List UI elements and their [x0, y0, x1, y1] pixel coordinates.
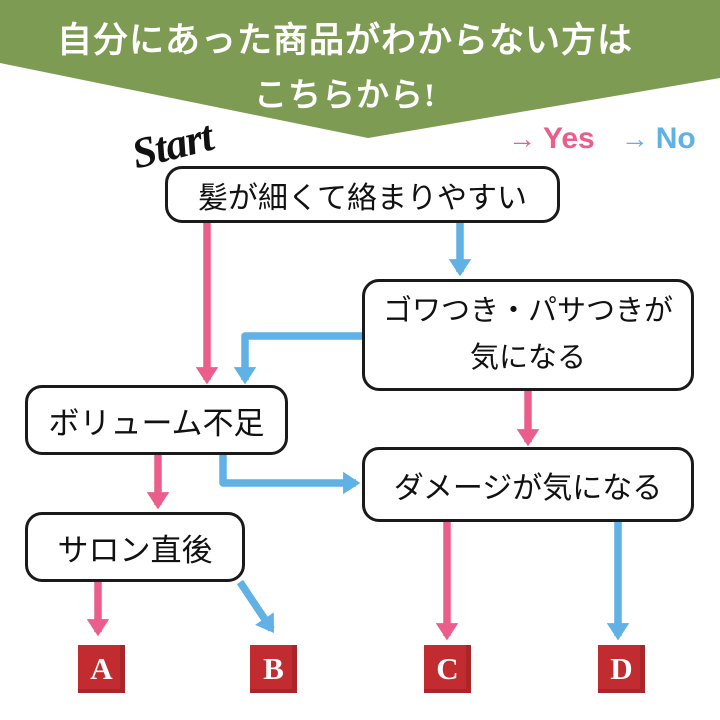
legend-no: → No: [621, 122, 696, 156]
legend-yes: → Yes: [508, 122, 595, 156]
result-box-c: C: [424, 645, 471, 693]
arrow-no-q2-to-q3: [233, 332, 362, 385]
node-stiffness-dryness: ゴワつき・パサつきが 気になる: [362, 279, 694, 391]
result-box-a: A: [78, 645, 125, 693]
node-label: ダメージが気になる: [393, 471, 663, 505]
node-label: 髪が細くて絡まりやすい: [197, 181, 528, 215]
node-label: サロン直後: [57, 532, 213, 568]
legend-yes-label: Yes: [543, 122, 595, 155]
arrow-no-q3-to-q4: [219, 455, 361, 495]
no-arrow-icon: →: [620, 123, 649, 154]
arrow-no-q5-to-b: [236, 579, 275, 633]
node-label: ボリューム不足: [48, 405, 265, 441]
result-letter: A: [90, 651, 113, 686]
node-hair-thin-tangles: 髪が細くて絡まりやすい: [165, 166, 560, 223]
legend: → Yes → No: [508, 122, 696, 156]
node-label-line2: 気になる: [469, 342, 586, 374]
node-damage-concern: ダメージが気になる: [362, 447, 694, 522]
result-box-b: B: [250, 645, 297, 693]
banner-title-line2: こちらから!: [254, 78, 436, 114]
result-letter: D: [610, 651, 633, 686]
legend-no-label: No: [655, 122, 696, 155]
node-label-line1: ゴワつき・パサつきが: [382, 295, 673, 328]
yes-arrow-icon: →: [508, 123, 536, 154]
result-letter: C: [436, 651, 459, 686]
node-right-after-salon: サロン直後: [25, 512, 245, 582]
banner-title-line1: 自分にあった商品がわからない方は: [56, 21, 633, 60]
node-volume-lack: ボリューム不足: [25, 385, 288, 455]
result-box-d: D: [598, 645, 645, 693]
result-letter: B: [263, 651, 284, 686]
